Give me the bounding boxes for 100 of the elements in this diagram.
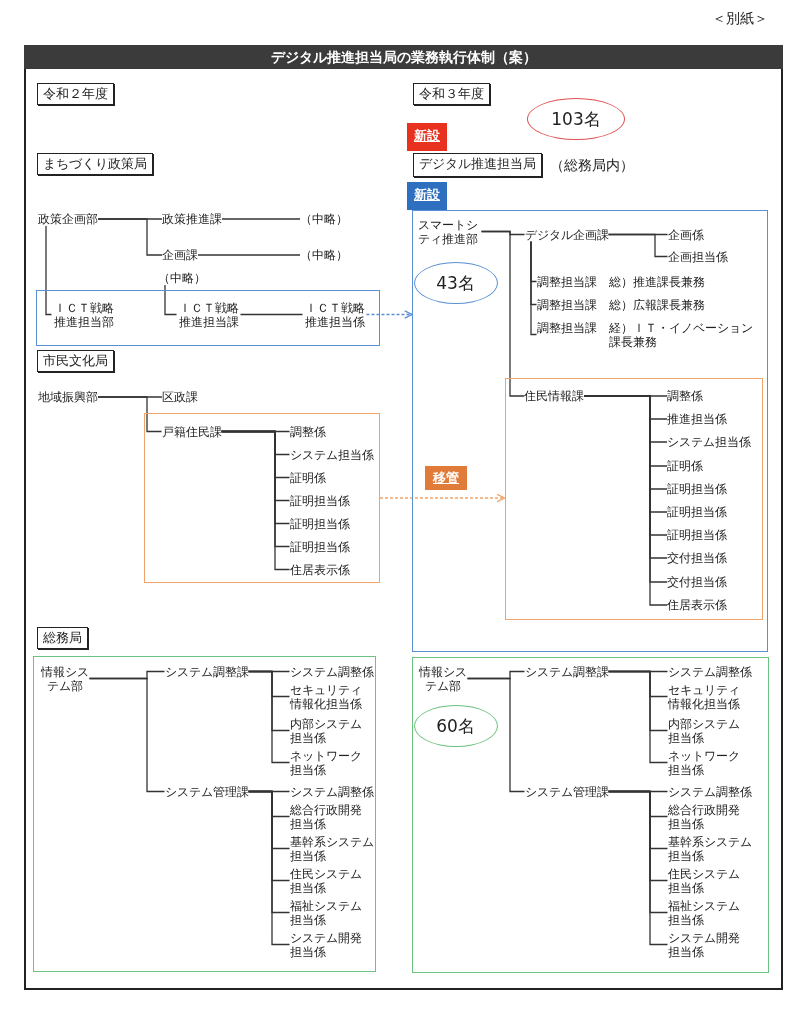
unit-label: スマートシティ推進部 [417,217,482,246]
unit-label: 調整担当課 [536,320,597,337]
unit-label: システム開発担当係 [667,930,744,959]
unit-label: システム担当係 [667,435,751,449]
unit-label: 総合行政開発担当係 [667,802,744,831]
heading-box: デジタル推進担当局 [413,153,542,177]
heading-box: 市民文化局 [37,350,114,372]
unit-label: 調整担当課 [536,297,597,312]
unit-label: システム調整係 [289,664,374,679]
unit-label: システム開発担当係 [289,930,366,959]
connector-line [97,396,163,433]
connector-line [197,254,301,256]
unit-label: デジタル企画課 [524,227,609,242]
unit-label: 証明担当係 [667,482,727,496]
unit-label: 基幹系システム担当係 [667,834,756,863]
group-frame [33,656,376,972]
unit-label: 証明係 [289,470,326,485]
unit-label: 調整係 [667,389,703,403]
title-bar: デジタル推進担当局の業務執行体制（案） [24,45,783,69]
note-text: 総）推進課長兼務 [608,274,705,289]
unit-label: 内部システム担当係 [667,716,744,745]
connector-line [88,677,166,793]
heading-box: まちづくり政策局 [37,153,153,175]
unit-label: 住民システム担当係 [289,866,366,895]
connector-line [239,313,304,316]
unit-label: 地域振興部 [38,390,98,404]
connector-line [97,218,163,256]
connector-line [607,233,669,258]
group-frame [412,657,769,973]
unit-label: ネットワーク担当係 [667,748,744,777]
dashed-arrow [379,493,506,503]
unit-label: システム調整係 [667,664,752,679]
unit-label: セキュリティ情報化担当係 [667,682,744,711]
unit-label: 交付担当係 [667,551,727,565]
unit-label: 企画担当係 [667,249,728,264]
group-frame [412,210,768,652]
unit-label: 推進担当係 [667,412,727,426]
connector-line [221,218,301,220]
group-frame [144,413,380,583]
unit-label: セキュリティ情報化担当係 [289,682,366,711]
group-frame [36,290,380,346]
unit-label: 区政課 [162,390,198,404]
unit-label: ネットワーク担当係 [289,748,366,777]
unit-label: 企画課 [162,248,198,262]
unit-label: 福祉システム担当係 [667,898,744,927]
unit-label: システム管理課 [164,784,249,799]
unit-label: （中略） [300,248,348,262]
unit-label: 企画係 [667,227,704,242]
unit-label: 証明担当係 [289,516,350,531]
unit-label: システム調整課 [524,664,609,679]
connector-line [45,225,53,316]
edge-label: 移管 [425,466,467,490]
unit-label: システム担当係 [289,447,374,462]
connector-line [247,790,291,946]
unit-label: 証明係 [667,459,703,473]
unit-label: 政策推進課 [162,212,222,226]
connector-line [220,430,291,571]
unit-label: ＩＣＴ戦略推進担当係 [302,300,367,329]
unit-label: （中略） [300,212,348,226]
connector-line [607,670,669,764]
unit-label: 交付担当係 [667,575,727,589]
unit-label: システム調整係 [289,784,374,799]
unit-label: 基幹系システム担当係 [289,834,378,863]
connector-line [607,790,669,946]
unit-label: システム調整係 [667,784,752,799]
unit-label: 住居表示係 [667,598,727,612]
group-frame [504,377,763,620]
unit-label: 情報システム部 [417,664,468,693]
unit-label: （中略） [158,271,206,285]
connector-line [480,230,525,397]
status-tag: 新設 [407,182,447,210]
dashed-arrow [365,310,413,319]
unit-label: 証明担当係 [289,493,350,508]
note-text: （総務局内） [550,156,634,175]
connector-line [530,240,538,336]
unit-label: 戸籍住民課 [161,424,222,439]
note-text: ＜別紙＞ [712,10,768,28]
note-text: 経）ＩＴ・イノベーション課長兼務 [608,320,754,349]
heading-box: 令和２年度 [37,83,114,105]
unit-label: 福祉システム担当係 [289,898,366,927]
status-tag: 新設 [407,123,447,151]
heading-box: 総務局 [37,627,88,649]
unit-label: 内部システム担当係 [289,716,366,745]
connector-line [164,284,178,316]
unit-label: 調整係 [289,424,326,439]
unit-label: 住居表示係 [289,562,350,577]
connector-line [247,670,291,764]
unit-label: 総合行政開発担当係 [289,802,366,831]
unit-label: システム管理課 [524,784,609,799]
unit-label: 政策企画部 [38,212,98,226]
unit-label: 証明担当係 [667,505,727,519]
unit-label: ＩＣＴ戦略推進担当課 [176,300,241,329]
unit-label: ＩＣＴ戦略推進担当部 [51,300,116,329]
connector-line [466,677,526,793]
unit-label: システム調整課 [164,664,249,679]
unit-label: 証明担当係 [667,528,727,542]
unit-label: 住民システム担当係 [667,866,744,895]
unit-label: 情報システム部 [39,664,90,693]
unit-label: 証明担当係 [289,539,350,554]
unit-label: 調整担当課 [536,274,597,289]
